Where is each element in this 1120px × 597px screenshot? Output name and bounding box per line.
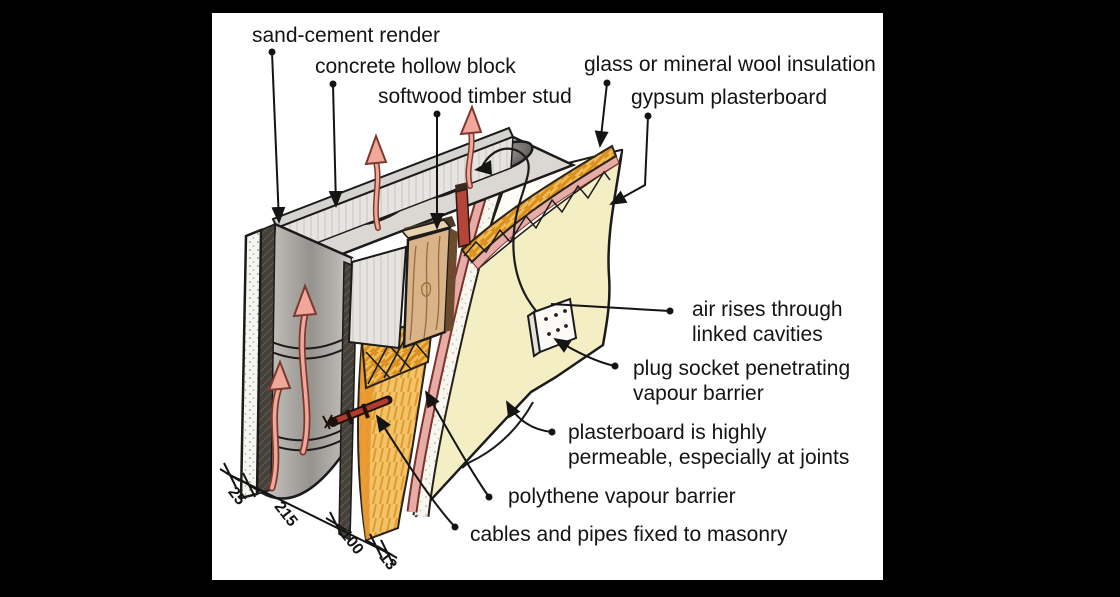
leader-plug-socket	[553, 337, 619, 370]
label-air-rises-line2: linked cavities	[692, 323, 823, 346]
cable	[322, 395, 393, 430]
stud-side-shadow	[445, 228, 458, 332]
label-softwood-timber-stud: softwood timber stud	[378, 85, 572, 108]
wood-grain	[409, 235, 441, 341]
leader-concrete-hollow-block	[328, 80, 343, 208]
block-front-face	[347, 245, 408, 350]
air-arrow	[267, 359, 292, 492]
leader-air-rises	[550, 303, 674, 315]
air-arrow	[364, 133, 388, 231]
label-permeable-line1: plasterboard is highly	[568, 421, 767, 444]
labels: sand-cement render concrete hollow block…	[252, 24, 876, 546]
air-arrows	[267, 104, 483, 492]
label-plug-socket-line2: vapour barrier	[633, 382, 764, 405]
air-leakage-path	[474, 147, 541, 317]
insulation-top-zigzag	[463, 170, 611, 257]
label-permeable-line2: permeable, especially at joints	[568, 446, 849, 469]
air-arrow	[292, 283, 318, 456]
dimension-ticks	[219, 462, 398, 565]
leader-polythene	[424, 390, 493, 501]
render-strip	[239, 228, 263, 500]
conduit-pipe	[455, 182, 471, 248]
insulation-top-band	[460, 144, 618, 264]
label-cables: cables and pipes fixed to masonry	[470, 523, 788, 546]
air-arrow	[459, 104, 483, 189]
leader-lines	[268, 48, 674, 531]
label-sand-cement-render: sand-cement render	[252, 24, 440, 47]
mortar-joints	[260, 335, 351, 452]
leader-cables	[375, 414, 459, 531]
dimension-lines	[219, 462, 398, 565]
label-concrete-hollow-block: concrete hollow block	[315, 55, 516, 78]
linked-cavities-arrowhead	[474, 160, 492, 175]
label-polythene: polythene vapour barrier	[508, 485, 736, 508]
label-plug-socket-line1: plug socket penetrating	[633, 357, 850, 380]
leader-softwood-timber-stud	[430, 110, 444, 230]
socket-drip-line	[461, 401, 534, 469]
label-air-rises-line1: air rises through	[692, 298, 843, 321]
leader-insulation	[594, 79, 611, 148]
leader-gypsum-plasterboard	[609, 112, 652, 205]
vapour-barrier-strip	[408, 174, 492, 513]
wall-end-section	[239, 222, 360, 542]
leader-sand-cement-render	[268, 48, 286, 224]
leader-permeable	[506, 400, 556, 436]
label-gypsum-plasterboard: gypsum plasterboard	[631, 86, 827, 109]
timber-stud	[400, 216, 458, 349]
wall-illustration	[239, 104, 624, 542]
insulation-bright-edge	[359, 336, 378, 540]
label-insulation: glass or mineral wool insulation	[584, 53, 876, 76]
